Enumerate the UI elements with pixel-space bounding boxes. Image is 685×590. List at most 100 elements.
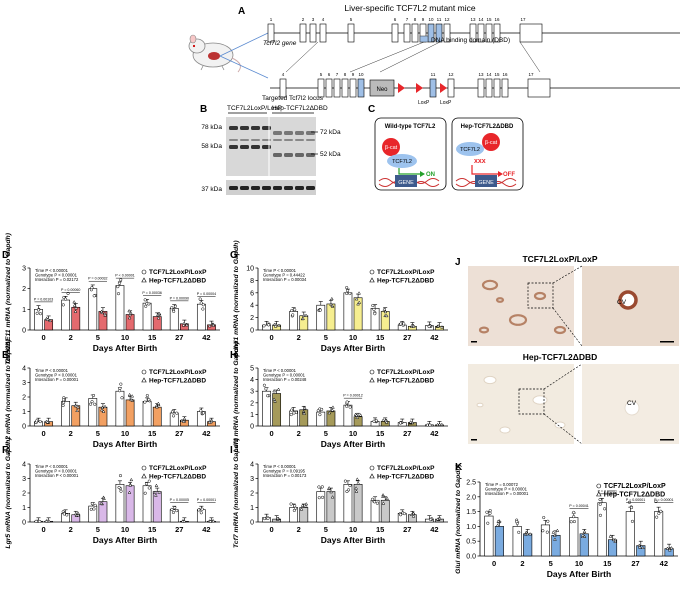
exon-bottom	[527, 78, 551, 98]
y-tick-label: 0	[250, 328, 254, 335]
data-point	[542, 515, 546, 520]
data-point	[354, 489, 359, 493]
legend-marker-loxp	[141, 269, 147, 275]
x-axis-label: Days After Birth	[547, 569, 611, 579]
data-point	[318, 308, 322, 312]
anova-stat: Interaction P = 0.00001	[485, 491, 529, 496]
data-point	[436, 324, 441, 328]
data-point	[266, 516, 270, 520]
bar-mutant	[152, 406, 162, 427]
exon-top-label: 12	[444, 17, 450, 22]
scale-bar	[471, 439, 477, 441]
data-point	[429, 518, 433, 522]
exon-top	[435, 23, 443, 43]
dbd-legend-label: DNA binding domain (DBD)	[431, 37, 510, 44]
data-point	[304, 502, 309, 506]
data-point	[211, 323, 216, 327]
data-point	[38, 420, 42, 424]
data-point	[630, 519, 634, 523]
exon-top	[427, 23, 435, 43]
vessel-unstained	[554, 421, 566, 429]
blot-band-lower	[251, 145, 260, 149]
data-point	[119, 489, 123, 493]
loxp-label: LoxP	[418, 100, 430, 106]
cv-label-top: CV	[617, 299, 627, 306]
data-point	[525, 531, 530, 536]
bar-mutant	[551, 534, 561, 557]
data-point	[128, 312, 132, 317]
data-point	[598, 502, 602, 506]
zoom-box-bottom	[518, 388, 545, 415]
legend-label-loxp: TCF7L2LoxP/LoxP	[149, 369, 207, 376]
legend-label-mutant: Hep-TCF7L2ΔDBD	[377, 278, 434, 285]
y-tick-label: 4	[22, 462, 26, 469]
anova-stat: Interaction P = 0.00173	[263, 473, 307, 478]
exon-top	[443, 23, 451, 43]
tcf-mut-label: TCF7L2	[460, 147, 480, 153]
data-point	[358, 413, 363, 417]
bar-loxp	[316, 491, 326, 523]
y-tick-label: 0	[22, 424, 26, 431]
exon-bottom	[317, 78, 325, 98]
data-point	[345, 400, 349, 404]
data-point	[172, 309, 176, 313]
anova-stat: Time P < 0.00001	[35, 464, 69, 469]
data-point	[61, 398, 66, 402]
data-point	[156, 401, 161, 405]
blot-band-upper	[229, 126, 238, 130]
blot-band-lower	[306, 153, 315, 157]
exon-bottom-label: 9	[352, 72, 355, 77]
bcat-wt-label: β-cat	[385, 145, 398, 151]
data-point	[381, 501, 386, 505]
data-point	[266, 394, 270, 398]
targeted-label: Targeted Tcf7l2 locus	[262, 95, 324, 102]
data-point	[496, 519, 501, 523]
exon-bottom	[477, 78, 485, 98]
x-tick-label: 5	[324, 333, 328, 342]
x-tick-label: 2	[69, 333, 73, 342]
exon-bottom-label: 8	[344, 72, 347, 77]
data-point	[357, 291, 361, 295]
data-point	[145, 302, 149, 306]
data-point	[598, 513, 603, 517]
data-point	[517, 530, 521, 534]
x-tick-label: 27	[403, 429, 411, 438]
blot-loading-band	[273, 186, 282, 190]
data-point	[345, 286, 349, 290]
y-tick-label: 1	[22, 505, 26, 512]
data-point	[327, 410, 332, 415]
bar-mutant	[326, 303, 336, 331]
x-tick-label: 10	[121, 429, 129, 438]
blot-band-lower	[284, 153, 293, 157]
loxp-site	[398, 83, 405, 93]
data-point	[119, 382, 123, 386]
micrograph-lowmag-bottom	[468, 364, 574, 444]
anova-stat: Time P < 0.00001	[35, 368, 69, 373]
blot-lane-label-1: TCF7L2LoxP/LoxP	[227, 105, 282, 112]
exon-top-label: 3	[312, 17, 315, 22]
blot-loading-band	[262, 186, 271, 190]
data-point	[440, 325, 444, 329]
anova-stat: Genotype P = 0.44422	[263, 273, 306, 278]
data-point	[262, 383, 266, 387]
anova-stat: Genotype P < 0.00001	[485, 487, 528, 492]
data-point	[348, 484, 352, 488]
data-point	[75, 408, 79, 412]
data-point	[384, 313, 389, 318]
data-point	[383, 309, 388, 314]
x-tick-label: 42	[430, 429, 438, 438]
bcat-mut	[482, 133, 500, 151]
data-point	[373, 500, 377, 504]
x-tick-label: 15	[148, 429, 156, 438]
legend-marker-loxp	[141, 369, 147, 375]
data-point	[90, 502, 94, 506]
data-point	[64, 297, 68, 301]
vessel-unstained	[532, 395, 548, 405]
central-vein-stained	[618, 290, 638, 310]
data-point	[199, 409, 203, 413]
legend-marker-loxp	[141, 465, 147, 471]
y-tick-label: 0.0	[466, 554, 476, 561]
data-point	[207, 420, 212, 424]
